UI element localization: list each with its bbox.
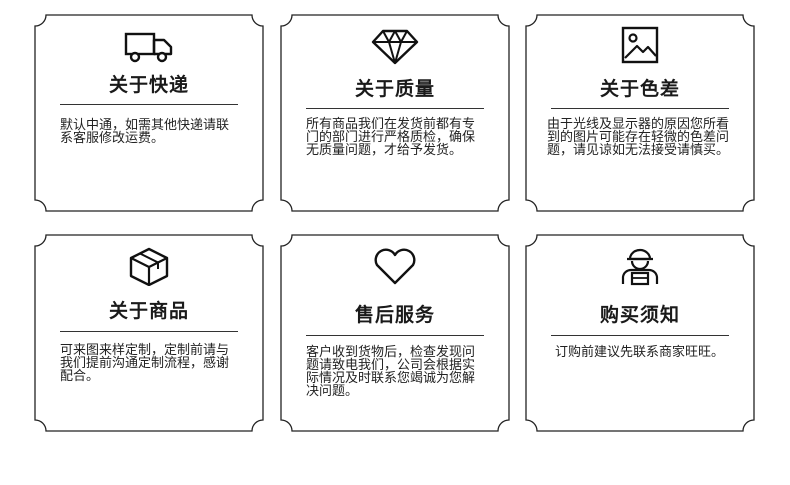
card-frame xyxy=(280,14,510,212)
card-frame xyxy=(34,14,264,212)
heart-icon xyxy=(280,246,510,286)
info-card-quality: 关于质量 所有商品我们在发货前都有专门的部门进行严格质检，确保无质量问题，才给予… xyxy=(280,14,510,212)
info-card-after-sales: 售后服务 客户收到货物后，检查发现问题请致电我们，公司会根据实际情况及时联系您竭… xyxy=(280,234,510,432)
divider xyxy=(306,108,484,109)
info-card-color-difference: 关于色差 由于光线及显示器的原因您所看到的图片可能存在轻微的色差问题，请见谅如无… xyxy=(525,14,755,212)
card-text: 客户收到货物后，检查发现问题请致电我们，公司会根据实际情况及时联系您竭诚为您解决… xyxy=(306,345,476,399)
courier-icon xyxy=(525,246,755,286)
card-text: 所有商品我们在发货前都有专门的部门进行严格质检，确保无质量问题，才给予发货。 xyxy=(306,117,476,158)
card-frame xyxy=(525,234,755,432)
card-title: 关于质量 xyxy=(354,78,435,100)
card-title: 关于色差 xyxy=(599,78,680,100)
divider xyxy=(551,335,729,336)
card-frame xyxy=(34,234,264,432)
info-card-shipping: 关于快递 默认中通，如需其他快递请联系客服修改运费。 xyxy=(34,14,264,212)
picture-icon xyxy=(525,26,755,66)
card-text: 订购前建议先联系商家旺旺。 xyxy=(555,345,725,360)
card-title: 关于快递 xyxy=(108,74,189,96)
divider xyxy=(551,108,729,109)
divider xyxy=(60,331,238,332)
card-text: 由于光线及显示器的原因您所看到的图片可能存在轻微的色差问题，请见谅如无法接受请慎… xyxy=(547,117,730,158)
card-title: 售后服务 xyxy=(354,304,435,326)
box-icon xyxy=(34,246,264,286)
card-text: 默认中通，如需其他快递请联系客服修改运费。 xyxy=(60,118,230,146)
truck-icon xyxy=(34,26,264,66)
info-card-purchase-notice: 购买须知 订购前建议先联系商家旺旺。 xyxy=(525,234,755,432)
divider xyxy=(60,104,238,105)
info-card-products: 关于商品 可来图来样定制，定制前请与我们提前沟通定制流程，感谢配合。 xyxy=(34,234,264,432)
card-title: 关于商品 xyxy=(108,300,189,322)
divider xyxy=(306,335,484,336)
card-frame xyxy=(525,14,755,212)
card-title: 购买须知 xyxy=(599,304,680,326)
diamond-icon xyxy=(280,26,510,66)
card-text: 可来图来样定制，定制前请与我们提前沟通定制流程，感谢配合。 xyxy=(60,343,230,384)
card-frame xyxy=(280,234,510,432)
